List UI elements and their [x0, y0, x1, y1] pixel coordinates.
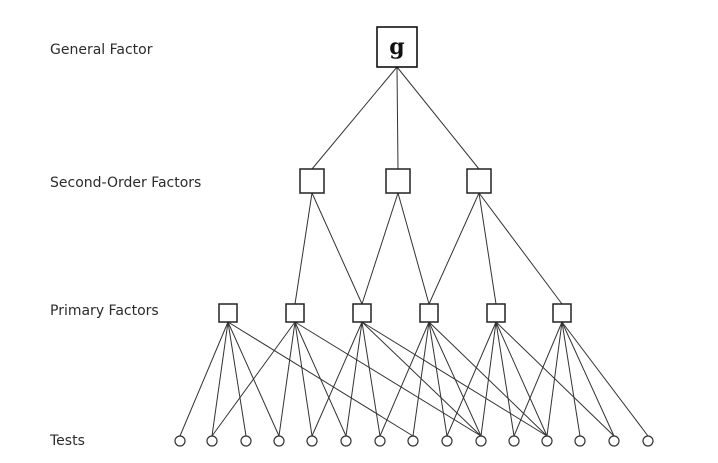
- primary-factor-node-2: [285, 303, 305, 323]
- test-node-4: [273, 435, 285, 447]
- edge-primary-3-to-test-7: [361, 321, 381, 437]
- nodes-layer: g: [174, 26, 654, 447]
- edge-second-3-to-primary-5: [478, 192, 497, 305]
- second-order-factor-node-3: [466, 168, 492, 194]
- edge-primary-2-to-test-5: [294, 321, 313, 437]
- edge-second-3-to-primary-4: [428, 192, 480, 305]
- edge-primary-3-to-test-5: [311, 321, 363, 437]
- test-node-3: [240, 435, 252, 447]
- edge-primary-3-to-test-6: [345, 321, 363, 437]
- edge-primary-1-to-test-2: [211, 321, 229, 437]
- primary-factor-node-5: [486, 303, 506, 323]
- test-node-10: [475, 435, 487, 447]
- test-node-15: [642, 435, 654, 447]
- edge-primary-6-to-test-13: [561, 321, 581, 437]
- level-label-primary: Primary Factors: [50, 303, 159, 319]
- general-factor-node: [376, 26, 418, 68]
- edge-primary-4-to-test-7: [379, 321, 430, 437]
- edge-primary-6-to-test-12: [546, 321, 563, 437]
- edge-second-1-to-primary-3: [311, 192, 363, 305]
- edge-primary-6-to-test-11: [513, 321, 563, 437]
- edge-primary-2-to-test-2: [211, 321, 296, 437]
- primary-factor-node-1: [218, 303, 238, 323]
- test-node-11: [508, 435, 520, 447]
- edge-primary-4-to-test-10: [428, 321, 482, 437]
- edge-g-to-second-order-2: [396, 66, 399, 170]
- primary-factor-node-3: [352, 303, 372, 323]
- edges-layer: [179, 66, 649, 437]
- test-node-5: [306, 435, 318, 447]
- edge-primary-2-to-test-6: [294, 321, 347, 437]
- edge-primary-6-to-test-14: [561, 321, 615, 437]
- edge-primary-4-to-test-8: [412, 321, 430, 437]
- edge-primary-1-to-test-3: [227, 321, 247, 437]
- test-node-2: [206, 435, 218, 447]
- test-node-13: [574, 435, 586, 447]
- edge-primary-5-to-test-10: [480, 321, 497, 437]
- test-node-8: [407, 435, 419, 447]
- edge-primary-5-to-test-9: [446, 321, 497, 437]
- edge-second-3-to-primary-6: [478, 192, 563, 305]
- edge-second-2-to-primary-3: [361, 192, 399, 305]
- second-order-factor-node-2: [385, 168, 411, 194]
- edge-second-2-to-primary-4: [397, 192, 430, 305]
- test-node-7: [374, 435, 386, 447]
- test-node-1: [174, 435, 186, 447]
- test-node-9: [441, 435, 453, 447]
- primary-factor-node-4: [419, 303, 439, 323]
- edge-second-1-to-primary-2: [294, 192, 313, 305]
- level-label-general: General Factor: [50, 42, 153, 58]
- edge-g-to-second-order-3: [396, 66, 480, 170]
- edge-primary-6-to-test-15: [561, 321, 649, 437]
- edge-primary-2-to-test-4: [278, 321, 296, 437]
- general-factor-symbol: g: [389, 34, 404, 60]
- level-label-tests: Tests: [49, 433, 85, 449]
- edge-g-to-second-order-1: [311, 66, 398, 170]
- edge-primary-5-to-test-12: [495, 321, 548, 437]
- edge-primary-2-to-test-10: [294, 321, 482, 437]
- test-node-6: [340, 435, 352, 447]
- second-order-factor-node-1: [299, 168, 325, 194]
- edge-primary-1-to-test-1: [179, 321, 229, 437]
- test-node-14: [608, 435, 620, 447]
- edge-primary-5-to-test-11: [495, 321, 515, 437]
- level-label-second-order: Second-Order Factors: [50, 175, 201, 191]
- edge-primary-4-to-test-9: [428, 321, 448, 437]
- test-node-12: [541, 435, 553, 447]
- primary-factor-node-6: [552, 303, 572, 323]
